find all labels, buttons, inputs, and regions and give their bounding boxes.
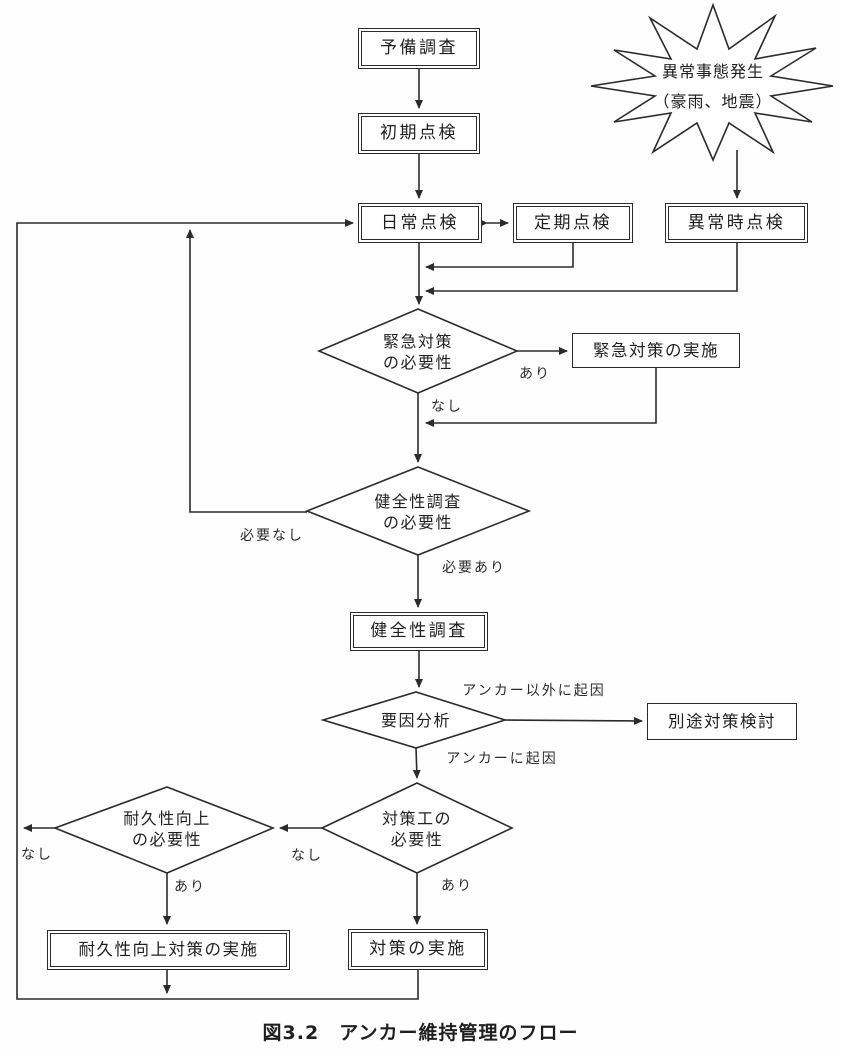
- edge-return-loop: [16, 219, 419, 1000]
- branch-soundness-yes: 必要あり: [442, 560, 506, 576]
- abnormal-event-starburst: [590, 2, 834, 163]
- emergency-implement-label: 緊急対策の実施: [593, 340, 719, 360]
- branch-emergency-no: なし: [431, 399, 463, 415]
- durability-implement-box: 耐久性向上対策の実施: [47, 930, 290, 970]
- initial-inspection-box: 初期点検: [358, 113, 480, 154]
- soundness-need-diamond: [304, 466, 532, 556]
- periodic-inspection-box: 定期点検: [513, 203, 633, 243]
- preliminary-survey-label: 予備調査: [380, 38, 458, 59]
- measure-implement-label: 対策の実施: [369, 939, 467, 960]
- edge-periodic-merge: [425, 243, 574, 271]
- preliminary-survey-box: 予備調査: [358, 28, 480, 69]
- soundness-survey-box: 健全性調査: [350, 612, 488, 651]
- separate-study-label: 別途対策検討: [668, 711, 776, 731]
- branch-measure-yes: あり: [441, 878, 473, 894]
- separate-study-box: 別途対策検討: [647, 703, 797, 740]
- soundness-need-label: 健全性調査 の必要性: [374, 492, 462, 532]
- abnormal-inspection-box: 異常時点検: [665, 203, 808, 243]
- branch-soundness-no: 必要なし: [240, 528, 304, 544]
- soundness-survey-label: 健全性調査: [370, 621, 468, 642]
- emergency-implement-box: 緊急対策の実施: [572, 333, 740, 368]
- factor-analysis-diamond: [320, 691, 508, 749]
- abnormal-inspection-label: 異常時点検: [687, 212, 786, 233]
- branch-measure-no: なし: [291, 848, 323, 864]
- edge-soundness-no-loop: [186, 229, 307, 513]
- branch-emergency-yes: あり: [519, 366, 551, 382]
- edge-cause-other: [504, 716, 643, 725]
- branch-durability-no: なし: [21, 847, 53, 863]
- measure-implement-box: 対策の実施: [348, 929, 488, 970]
- factor-analysis-label: 要因分析: [380, 711, 451, 730]
- emergency-need-label: 緊急対策 の必要性: [382, 332, 453, 372]
- edge-cause-anchor: [412, 747, 421, 779]
- emergency-need-diamond: [316, 308, 520, 394]
- periodic-inspection-label: 定期点検: [534, 212, 612, 233]
- durability-implement-label: 耐久性向上対策の実施: [78, 940, 259, 960]
- durability-need-label: 耐久性向上 の必要性: [123, 809, 211, 849]
- edge-emergency-return: [425, 368, 657, 427]
- abnormal-event-label: 異常事態発生 （豪雨、地震）: [653, 62, 773, 111]
- figure-caption: 図3.2 アンカー維持管理のフロー: [262, 1022, 579, 1044]
- branch-cause-anchor: アンカーに起因: [446, 751, 558, 767]
- branch-durability-yes: あり: [174, 879, 206, 895]
- measure-need-label: 対策工の 必要性: [381, 809, 452, 849]
- branch-cause-other: アンカー以外に起因: [462, 683, 606, 699]
- measure-need-diamond: [320, 782, 514, 874]
- daily-inspection-box: 日常点検: [358, 203, 482, 243]
- initial-inspection-label: 初期点検: [380, 123, 458, 144]
- durability-need-diamond: [52, 786, 276, 874]
- edge-abnormal-merge: [425, 243, 738, 295]
- daily-inspection-label: 日常点検: [381, 212, 459, 233]
